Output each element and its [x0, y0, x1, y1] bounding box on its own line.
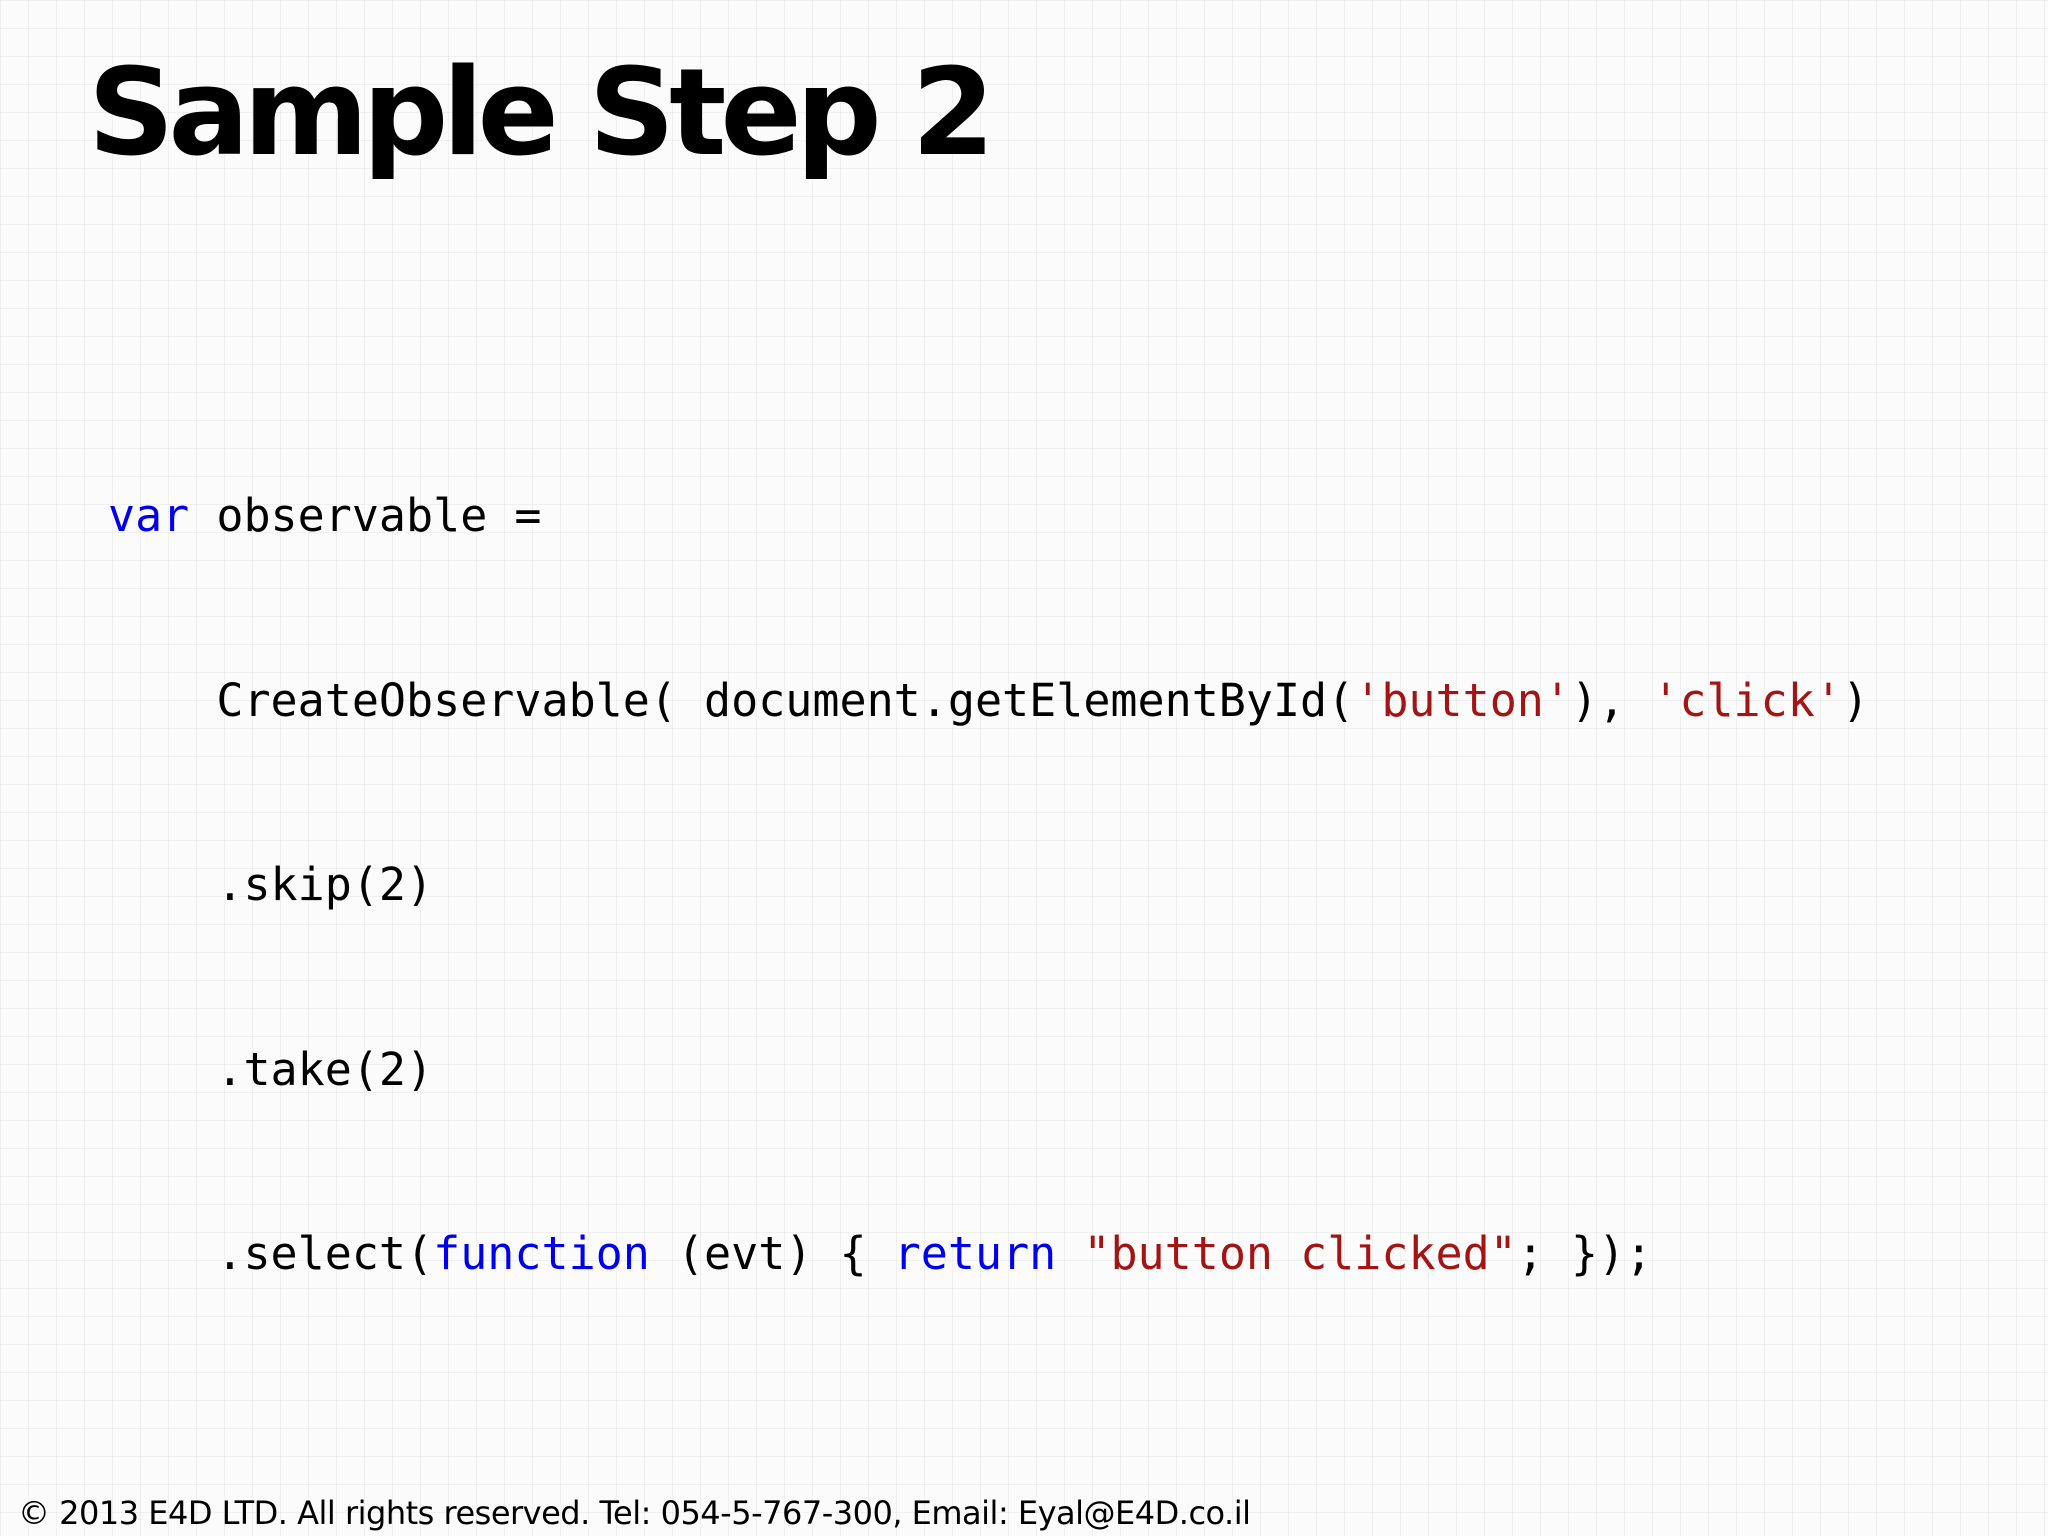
code-keyword: var — [108, 489, 190, 542]
code-text: .select( — [108, 1227, 434, 1280]
code-keyword: function — [433, 1227, 650, 1280]
copyright-footer: © 2013 E4D LTD. All rights reserved. Tel… — [18, 1493, 1251, 1532]
slide-title: Sample Step 2 — [88, 44, 995, 183]
code-text — [1056, 1227, 1083, 1280]
code-line-5: .select(function (evt) { return "button … — [108, 1223, 1869, 1285]
code-string: 'button' — [1354, 673, 1571, 727]
code-string: "button clicked" — [1083, 1227, 1517, 1280]
code-text: ) — [1841, 673, 1870, 727]
code-text: .skip(2) — [108, 858, 434, 911]
code-line-1: var observable = — [108, 485, 1869, 547]
code-text: CreateObservable( document.getElementByI… — [108, 673, 1355, 727]
code-text: .take(2) — [108, 1042, 434, 1096]
code-block: var observable = CreateObservable( docum… — [108, 362, 1869, 1346]
code-line-2: CreateObservable( document.getElementByI… — [108, 670, 1869, 732]
code-text: ), — [1571, 673, 1653, 727]
code-string: 'click' — [1652, 673, 1842, 727]
code-text: observable = — [189, 489, 542, 542]
code-text: (evt) { — [649, 1227, 894, 1280]
code-text: ; }); — [1516, 1227, 1653, 1280]
code-line-3: .skip(2) — [108, 854, 1869, 916]
code-keyword: return — [893, 1227, 1057, 1280]
code-line-4: .take(2) — [108, 1039, 1869, 1101]
